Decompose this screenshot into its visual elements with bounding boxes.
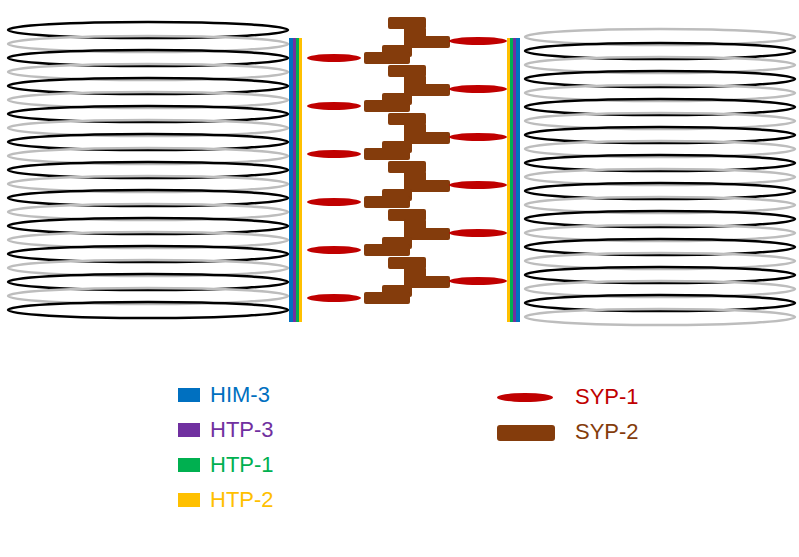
- legend-swatch: [178, 423, 200, 437]
- syp1-molecule: [449, 37, 507, 45]
- legend-swatch: [178, 458, 200, 472]
- chromatin-loops: [8, 22, 288, 318]
- legend-swatch: [497, 393, 553, 402]
- syp2-block: [364, 148, 410, 160]
- chromatin-loop: [525, 309, 795, 325]
- chromatin-loop: [8, 302, 288, 318]
- syp1-molecule: [307, 150, 361, 158]
- legend-label: HTP-2: [210, 487, 274, 513]
- legend-swatch: [178, 388, 200, 402]
- syp1-molecule: [449, 229, 507, 237]
- chromosome-axis: [507, 38, 520, 322]
- legend-swatch: [178, 493, 200, 507]
- syp2-block: [364, 292, 410, 304]
- syp2-block: [364, 196, 410, 208]
- syp1-molecule: [307, 102, 361, 110]
- syp1-molecule: [307, 246, 361, 254]
- legend-swatch: [497, 425, 555, 441]
- legend-label: SYP-1: [575, 384, 639, 410]
- syp1-molecule: [307, 294, 361, 302]
- syp1-molecule: [449, 133, 507, 141]
- legend-label: HTP-1: [210, 452, 274, 478]
- syp1-molecule: [307, 54, 361, 62]
- chromosome-axis: [289, 38, 302, 322]
- central-element: [307, 17, 507, 304]
- chromatin-loops: [525, 29, 795, 325]
- legend-label: HIM-3: [210, 382, 270, 408]
- syp2-block: [364, 100, 410, 112]
- syp2-block: [364, 244, 410, 256]
- legend-label: SYP-2: [575, 419, 639, 445]
- syp1-molecule: [449, 181, 507, 189]
- syp1-molecule: [449, 85, 507, 93]
- syp1-molecule: [307, 198, 361, 206]
- syp2-block: [364, 52, 410, 64]
- legend-label: HTP-3: [210, 417, 274, 443]
- syp1-molecule: [449, 277, 507, 285]
